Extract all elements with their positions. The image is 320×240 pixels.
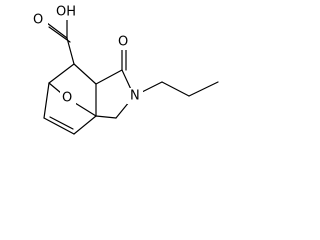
bridge-o-label-background — [60, 91, 76, 106]
bond-carboxyl-c-to-c8 — [66, 37, 75, 65]
bond-propyl-c1-c2 — [161, 81, 190, 97]
carboxyl-oxygen-label: O — [33, 13, 43, 28]
carboxyl-o-label-background — [30, 12, 48, 28]
bond-c6-c5-double-outer — [43, 117, 75, 135]
atom-labels: OH O O N O — [30, 4, 143, 106]
bond-c8-c1 — [48, 63, 75, 84]
carboxyl-hydroxyl-label: OH — [56, 5, 76, 20]
bond-carboxyl-c-to-o-double-b — [48, 26, 71, 43]
bond-c6-c5-double-inner — [49, 116, 74, 130]
carboxylic-acid-group — [46, 17, 75, 65]
bond-c5-c4 — [73, 115, 97, 135]
bridge-oxygen-label: O — [62, 91, 72, 106]
bond-propyl-c2-c3 — [188, 81, 219, 97]
carbonyl-oxygen-label: O — [118, 35, 128, 50]
ring-nitrogen-label: N — [130, 89, 140, 104]
bond-carboxyl-c-to-o-double-a — [46, 22, 68, 39]
propyl-chain — [133, 81, 219, 97]
bond-c7a-c1-carbonyl — [95, 69, 123, 85]
chemical-structure: OH O O N O — [30, 4, 219, 135]
bond-c8-c7a — [73, 63, 97, 85]
nitrogen-label-background — [127, 88, 143, 104]
bond-ch2-to-c4 — [95, 115, 117, 119]
bond-c1-c6 — [43, 82, 50, 119]
oh-label-background — [53, 4, 85, 20]
carbonyl-o-label-background — [115, 34, 133, 50]
lactam-ring — [95, 47, 135, 119]
